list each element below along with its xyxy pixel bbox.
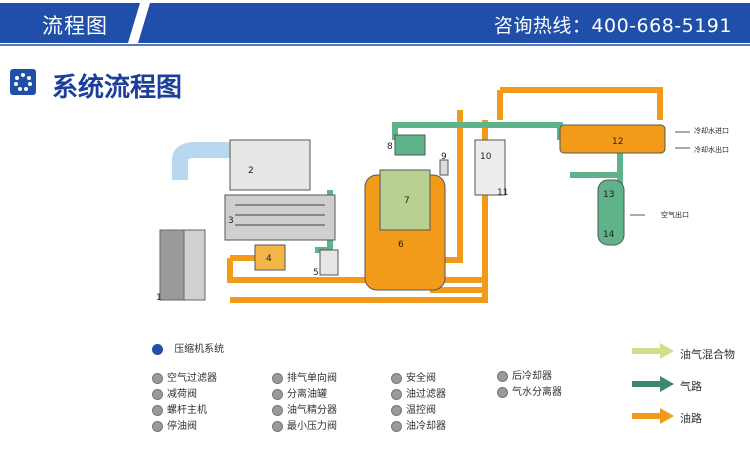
component-2 — [229, 139, 311, 191]
label-13: 13 — [603, 190, 615, 200]
component-4 — [254, 244, 286, 271]
legend-item: 温控阀 — [391, 401, 436, 416]
component-12-cooler — [559, 124, 666, 154]
legend-heading: 压缩机系统 — [152, 340, 224, 355]
label-10: 10 — [480, 152, 492, 162]
component-13-14 — [597, 179, 625, 246]
label-14: 14 — [603, 230, 615, 240]
label-6: 6 — [398, 240, 404, 250]
component-7 — [379, 169, 431, 231]
legend-item: 最小压力阀 — [272, 417, 337, 432]
hotline-text: 咨询热线：400-668-5191 — [493, 15, 732, 37]
label-11: 11 — [497, 188, 509, 198]
play-icon — [152, 343, 163, 355]
oil-arrow-icon — [632, 408, 674, 424]
label-cold-water-out: 冷却水出口 — [694, 146, 729, 154]
mix-arrow-icon — [632, 343, 674, 359]
top-banner: 流程图 咨询热线：400-668-5191 — [0, 0, 750, 46]
label-12: 12 — [612, 137, 624, 147]
legend-item: 油过滤器 — [391, 385, 446, 400]
legend-item: 气水分离器 — [497, 383, 562, 398]
legend-item: 排气单向阀 — [272, 369, 337, 384]
label-air-out: 空气出口 — [661, 211, 689, 219]
section-icon — [10, 69, 36, 95]
flow-key-air: 气路 — [680, 380, 702, 393]
label-8: 8 — [387, 142, 393, 152]
legend-item: 安全阀 — [391, 369, 436, 384]
legend-item: 停油阀 — [152, 417, 197, 432]
component-9 — [439, 159, 449, 176]
label-7: 7 — [404, 196, 410, 206]
legend-item: 后冷却器 — [497, 367, 552, 382]
legend-item: 油冷却器 — [391, 417, 446, 432]
legend-item: 空气过滤器 — [152, 369, 217, 384]
legend-item: 螺杆主机 — [152, 401, 207, 416]
flow-key-oil: 油路 — [680, 412, 702, 425]
label-5: 5 — [313, 268, 319, 278]
flow-diagram — [159, 87, 690, 303]
section-title: 系统流程图 — [52, 73, 183, 103]
label-1: 1 — [156, 293, 162, 303]
label-3: 3 — [228, 216, 234, 226]
label-2: 2 — [248, 166, 254, 176]
legend-item: 分离油罐 — [272, 385, 327, 400]
top-banner-bg — [0, 0, 750, 46]
label-9: 9 — [441, 152, 447, 162]
air-arrow-icon — [632, 376, 674, 392]
intake-duct — [172, 142, 230, 180]
component-8 — [394, 134, 426, 156]
component-10 — [474, 139, 506, 196]
component-5 — [319, 249, 339, 276]
label-4: 4 — [266, 254, 272, 264]
legend-item: 减荷阀 — [152, 385, 197, 400]
label-cold-water-in: 冷却水进口 — [694, 127, 729, 135]
header-section-title: 流程图 — [42, 14, 108, 38]
flow-key-mix: 油气混合物 — [680, 348, 735, 361]
legend-item: 油气精分器 — [272, 401, 337, 416]
component-3-screw — [224, 194, 336, 241]
